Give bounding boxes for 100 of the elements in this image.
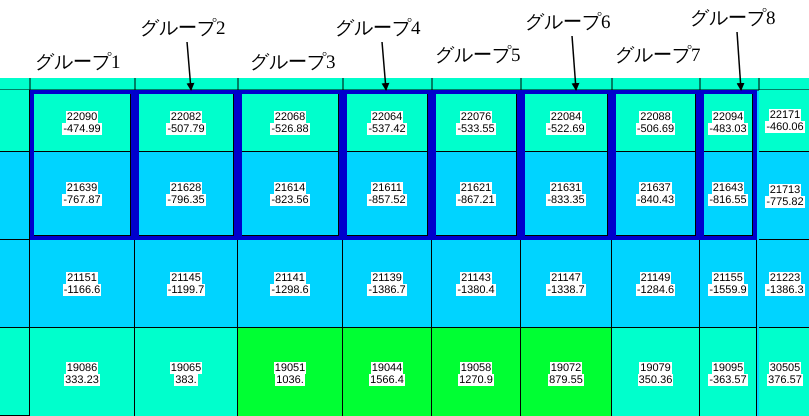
- grid-cell: [704, 94, 753, 152]
- cell-number: 21614: [274, 182, 306, 194]
- cell-number: 21643: [712, 182, 744, 194]
- cell-value: -474.99: [62, 122, 102, 134]
- cell-number: 21621: [460, 182, 492, 194]
- cell-number: 30505: [768, 362, 802, 374]
- cell-number: 19065: [170, 362, 202, 374]
- grid-cell: [700, 328, 757, 416]
- cell-number: 21155: [712, 272, 744, 284]
- cell-number: 21139: [371, 272, 403, 284]
- group-label: グループ6: [525, 12, 610, 34]
- grid-cell: [347, 94, 428, 152]
- cell-value: -506.69: [636, 122, 676, 134]
- cell-number: 22094: [712, 110, 744, 122]
- cell-value: -1166.6: [62, 284, 102, 296]
- grid-cell: [612, 328, 700, 416]
- cell-value: -507.79: [166, 122, 206, 134]
- grid-cell: [30, 328, 135, 416]
- arrow: [571, 36, 580, 91]
- cell-value: -857.52: [367, 194, 407, 206]
- grid-cell: [432, 328, 521, 416]
- grid-cell: [525, 152, 608, 236]
- grid-cell: [135, 328, 238, 416]
- cell-value: -1386.7: [367, 284, 407, 296]
- cell-number: 19058: [460, 362, 492, 374]
- grid-cell: [238, 240, 343, 328]
- grid-cell: [242, 94, 339, 152]
- cell-number: 21145: [170, 272, 202, 284]
- cell-number: 21628: [170, 182, 202, 194]
- grid-cell: [139, 152, 234, 236]
- group-outline: [343, 90, 432, 240]
- grid-cell: [700, 240, 757, 328]
- cell-number: 19051: [274, 362, 306, 374]
- cell-number: 19044: [370, 362, 404, 374]
- cell-value: -823.56: [270, 194, 310, 206]
- cell-value: 879.55: [548, 374, 584, 386]
- cell-value: -840.43: [636, 194, 676, 206]
- grid-cell: [30, 240, 135, 328]
- cell-value: -483.03: [708, 122, 748, 134]
- cell-value: -1338.7: [546, 284, 586, 296]
- arrow: [381, 42, 390, 91]
- cell-value: -833.35: [546, 194, 586, 206]
- cell-number: 22076: [460, 110, 492, 122]
- grid-cell: [436, 94, 517, 152]
- grid-cell: [521, 240, 612, 328]
- cell-number: 21631: [550, 182, 582, 194]
- cell-value: 1270.9: [458, 374, 494, 386]
- group-outline: [135, 90, 238, 240]
- cell-value: -537.42: [367, 122, 407, 134]
- cell-value: -1298.6: [270, 284, 310, 296]
- cell-value: -767.87: [62, 194, 102, 206]
- grid-cell: [525, 94, 608, 152]
- grid-cell: [343, 328, 432, 416]
- cell-value: -1284.6: [636, 284, 676, 296]
- cell-number: 19072: [550, 362, 582, 374]
- grid-cell: [343, 240, 432, 328]
- group-label: グループ4: [335, 18, 420, 40]
- group-outline: [521, 90, 612, 240]
- cell-value: 1566.4: [369, 374, 405, 386]
- cell-value: 1036.: [275, 374, 305, 386]
- cell-value: 350.36: [638, 374, 674, 386]
- cell-number: 21147: [550, 272, 582, 284]
- cell-number: 22068: [274, 110, 306, 122]
- cell-number: 19086: [66, 362, 98, 374]
- grid-cell: [521, 328, 612, 416]
- cell-number: 21143: [460, 272, 492, 284]
- cell-number: 22171: [768, 108, 802, 120]
- grid-cell: [135, 240, 238, 328]
- grid-cell: [242, 152, 339, 236]
- grid-cell: [238, 328, 343, 416]
- cell-value: -1386.3: [765, 284, 805, 296]
- cell-number: 21637: [639, 182, 672, 194]
- arrow: [736, 32, 745, 91]
- grid-cell: [759, 90, 809, 152]
- cell-value: -363.57: [708, 374, 748, 386]
- grid-cell: [704, 152, 753, 236]
- cell-value: 333.23: [64, 374, 100, 386]
- grid-cell: [34, 152, 131, 236]
- cell-number: 22090: [66, 110, 98, 122]
- group-label: グループ2: [140, 18, 226, 40]
- cell-value: -816.55: [708, 194, 748, 206]
- cell-number: 21149: [640, 272, 672, 284]
- cell-number: 19095: [712, 362, 744, 374]
- cell-number: 21141: [274, 272, 306, 284]
- grid-cell: [432, 240, 521, 328]
- cell-number: 21151: [66, 272, 98, 284]
- cell-value: -522.69: [546, 122, 586, 134]
- cell-number: 22088: [639, 110, 672, 122]
- grid-cell: [139, 94, 234, 152]
- grid-cell: [347, 152, 428, 236]
- cell-number: 21713: [768, 184, 802, 196]
- grid-cell: [759, 328, 809, 416]
- cell-value: -775.82: [765, 196, 805, 208]
- cell-value: -526.88: [270, 122, 310, 134]
- cell-value: -533.55: [456, 122, 496, 134]
- cell-number: 22084: [550, 110, 582, 122]
- group-outline: [700, 90, 757, 240]
- group-label: グループ1: [35, 52, 120, 74]
- grid-cell: [34, 94, 131, 152]
- cell-value: 376.57: [767, 374, 803, 386]
